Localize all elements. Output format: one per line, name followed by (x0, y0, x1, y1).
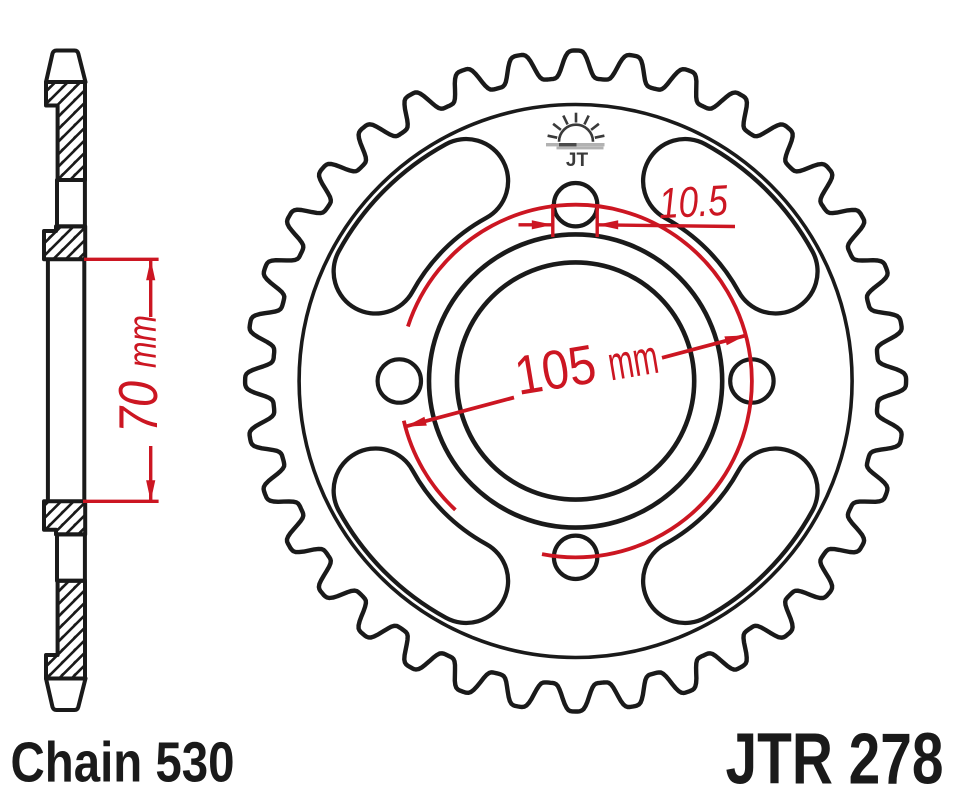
svg-text:105: 105 (510, 332, 600, 407)
svg-text:Chain 530: Chain 530 (11, 731, 235, 795)
svg-text:JTR 278: JTR 278 (726, 719, 944, 799)
svg-text:JT: JT (566, 150, 589, 171)
svg-text:10.5: 10.5 (658, 177, 730, 229)
svg-text:mm: mm (121, 315, 165, 368)
svg-text:70: 70 (107, 381, 169, 433)
svg-text:mm: mm (604, 331, 662, 392)
